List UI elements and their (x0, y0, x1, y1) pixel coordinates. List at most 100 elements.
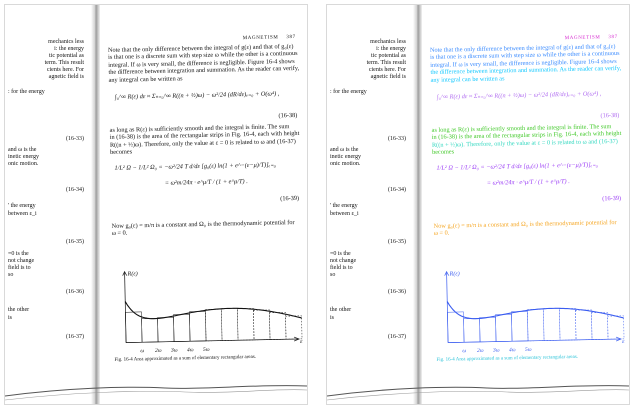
figure-plot: R(ε) ε ω 2ω 3ω 4ω 5ω (444, 270, 625, 354)
margin-fragment: field is to (330, 265, 353, 271)
margin-fragment: inetic energy (8, 154, 40, 160)
margin-fragment: (16-35) (66, 239, 84, 245)
margin-fragment: agnetic field is (48, 74, 84, 80)
x-axis-arrow (615, 336, 622, 342)
margin-fragment: and ω is the (8, 147, 37, 153)
book-bottom-edge (5, 378, 307, 404)
tick-label: 5ω (525, 347, 532, 353)
colored-overlay-page-view: mechanics less i: the energy tic potenti… (326, 4, 630, 405)
equation-16-38: ∫₀^∞ R(ε) dε ≈ Σₙ₌₀^∞ R((n + ½)ω) − ω²/2… (109, 87, 302, 119)
y-axis-label: R(ε) (127, 270, 138, 277)
margin-fragment: the other (8, 307, 30, 313)
y-axis-label: R(ε) (449, 270, 460, 277)
rectangular-strip (463, 318, 481, 343)
margin-fragment: is (8, 315, 13, 321)
function-curve (446, 301, 624, 320)
margin-fragment: i: the energy (376, 46, 406, 52)
margin-fragment: field is to (8, 265, 31, 271)
margin-fragment: (16-37) (66, 334, 84, 340)
tick-label: 4ω (509, 346, 516, 353)
figure-16-4: R(ε) ε ω 2ω 3ω 4ω 5ω (110, 263, 307, 359)
margin-fragment: agnetic field is (370, 74, 406, 80)
tick-label: 5ω (203, 347, 210, 353)
margin-fragment: =0 is the (8, 251, 29, 257)
equation-line-2: = ω²m/24π · e^μ/T / (1 + e^μ/T) . (486, 178, 570, 187)
left-page-margin-text: mechanics less i: the energy tic potenti… (6, 5, 86, 404)
figure-plot: R(ε) ε ω 2ω 3ω 4ω 5ω (122, 270, 303, 354)
rectangular-strip (285, 315, 303, 340)
rectangular-strip (495, 314, 513, 342)
y-axis-arrow (444, 270, 449, 276)
rectangular-strip (173, 314, 191, 342)
rectangular-strip (559, 308, 577, 341)
margin-fragment: (16-34) (66, 187, 84, 193)
margin-fragment: cients here. For (46, 67, 84, 73)
margin-fragment: (16-36) (388, 289, 406, 295)
margin-fragment: tic potential as (371, 53, 406, 59)
y-axis-arrow (122, 270, 127, 276)
book-page: MAGNETISM 387 Note that the only differen… (425, 5, 629, 404)
tick-label: 3ω (492, 348, 500, 354)
rectangular-strip (543, 307, 561, 341)
margin-fragment: is (330, 315, 335, 321)
page-number: 387 (608, 34, 618, 41)
margin-fragment: so (330, 272, 336, 278)
x-axis (448, 338, 621, 343)
margin-fragment: onic motion. (8, 161, 39, 167)
tick-label: 3ω (170, 348, 178, 354)
equation-16-39: 1/L² Ω − 1/L² Ω₀ = −ω²/24 T d/dε [g₀(ε) … (110, 157, 303, 215)
margin-fragment: (16-37) (388, 334, 406, 340)
running-header-title: MAGNETISM (564, 35, 601, 42)
running-header: MAGNETISM 387 (565, 34, 618, 43)
rectangular-strip (141, 318, 159, 343)
margin-fragment: between ε_i (330, 211, 359, 217)
margin-fragment: ' the energy (8, 203, 36, 209)
equation-tail: ω²/24 (dR/dε)ₑ₌₀ + O(ω⁴) , (211, 90, 280, 99)
equation-number: (16-38) (278, 111, 298, 120)
margin-fragment: (16-35) (388, 239, 406, 245)
margin-fragment: not change (330, 258, 357, 264)
margin-fragment: between ε_i (8, 211, 37, 217)
rectangular-strip (189, 311, 207, 342)
margin-fragment: the other (330, 307, 352, 313)
margin-fragment: (16-33) (388, 136, 406, 142)
margin-fragment: ' the energy (330, 203, 358, 209)
function-curve (124, 301, 302, 320)
left-page-margin-text: mechanics less i: the energy tic potenti… (328, 5, 408, 404)
paragraph-2: as long as R(ε) is sufficiently smooth a… (110, 123, 303, 157)
figure-16-4: R(ε) ε ω 2ω 3ω 4ω 5ω (432, 263, 629, 359)
margin-fragment: (16-33) (66, 136, 84, 142)
margin-fragment: onic motion. (330, 161, 361, 167)
y-axis (446, 272, 449, 343)
book-gutter-shadow (413, 5, 422, 404)
equation-sum: Σₙ₌₀^∞ R((n + ½)ω) − (473, 91, 534, 100)
y-axis (124, 272, 127, 343)
paragraph-1: Note that the only difference between th… (430, 43, 623, 84)
margin-fragment: =0 is the (330, 251, 351, 257)
paragraph-3: Now g₀(ε) = m/π is a constant and Ω₀ is … (434, 219, 626, 238)
margin-fragment: : for the energy (8, 89, 45, 95)
rectangular-strip (157, 317, 175, 343)
margin-fragment: and ω is the (330, 147, 359, 153)
margin-fragment: term. This result (366, 60, 406, 66)
rectangular-strip (575, 309, 593, 341)
rectangular-strip (237, 308, 255, 341)
equation-number: (16-39) (602, 194, 622, 203)
page-number: 387 (286, 34, 296, 41)
equation-sum: Σₙ₌₀^∞ R((n + ½)ω) − (151, 91, 212, 100)
tick-label: 4ω (187, 346, 194, 353)
book-bottom-edge (327, 378, 629, 404)
rectangular-strip (253, 309, 271, 341)
margin-fragment: so (8, 272, 14, 278)
rectangular-strip (221, 307, 239, 341)
paragraph-2: as long as R(ε) is sufficiently smooth a… (432, 123, 625, 157)
x-axis-label: ε (622, 339, 625, 345)
equation-number: (16-38) (600, 111, 620, 120)
margin-fragment: mechanics less (370, 39, 406, 45)
rectangular-strip (205, 308, 223, 342)
x-axis-arrow (293, 336, 300, 342)
equation-tail: ω²/24 (dR/dε)ₑ₌₀ + O(ω⁴) , (533, 90, 602, 99)
equation-lhs: ∫₀^∞ R(ε) dε ≈ (436, 92, 474, 101)
